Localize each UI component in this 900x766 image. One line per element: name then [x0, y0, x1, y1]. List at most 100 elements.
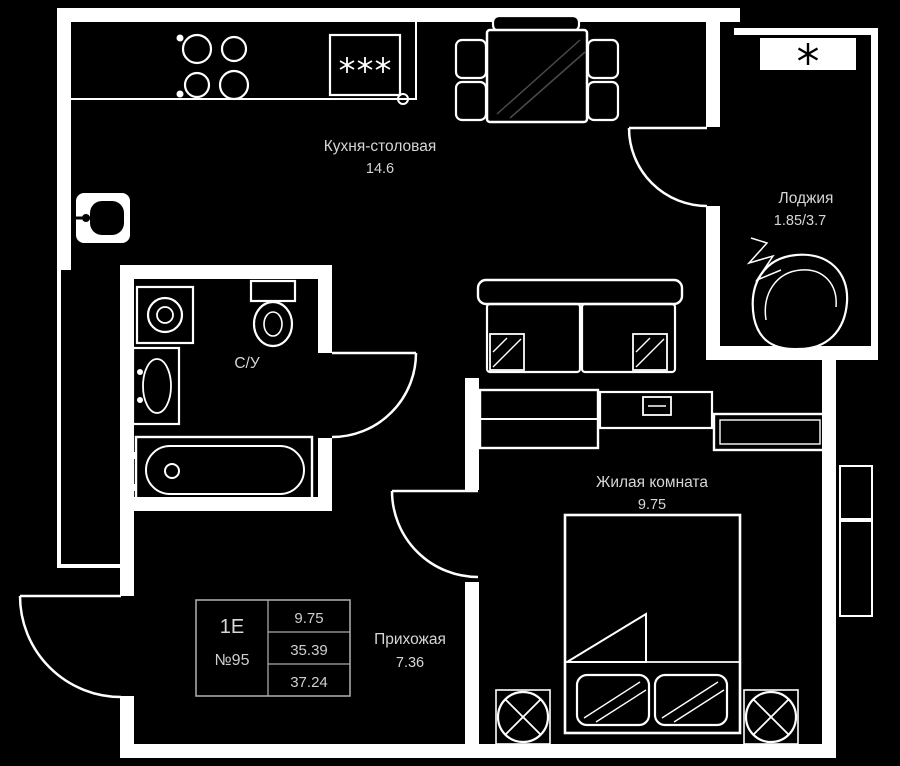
- bathroom-door-arc: [331, 351, 418, 439]
- loggia-label: Лоджия: [779, 190, 834, 207]
- wall-segment: [318, 265, 332, 353]
- counter-edge: [71, 22, 417, 100]
- apartment-type: 1E: [220, 616, 244, 638]
- armchair-cushion: [764, 269, 837, 321]
- nightstand-outline: [743, 689, 799, 745]
- sink-tap-dot: [137, 369, 143, 375]
- shelf-inner: [719, 419, 821, 445]
- wall-segment: [706, 8, 720, 127]
- wall-segment: [57, 8, 71, 270]
- chair: [586, 38, 620, 80]
- pillow-hatch: [661, 681, 725, 723]
- kitchen-area: 14.6: [366, 161, 394, 177]
- sofa-pillow: [632, 333, 668, 371]
- armchair-icon: [746, 237, 849, 351]
- wall-segment: [120, 265, 134, 596]
- chair: [586, 80, 620, 122]
- bed-icon: [563, 513, 742, 735]
- sofa-cushion: [485, 302, 582, 374]
- toilet-tank: [249, 279, 297, 303]
- area-value: 35.39: [290, 642, 328, 659]
- asterisk-icon: [339, 57, 391, 73]
- info-box-border: [195, 599, 351, 697]
- apartment-number: №95: [215, 652, 250, 669]
- wall-segment: [465, 582, 479, 758]
- living-room-door-arc: [390, 489, 479, 579]
- toilet-bowl: [252, 300, 294, 348]
- wall-segment: [57, 8, 740, 22]
- stove-knob: [176, 34, 184, 42]
- hallway-label: Прихожая: [374, 631, 446, 648]
- wall-segment: [120, 696, 134, 758]
- shelf-icon: [712, 412, 828, 452]
- wall-segment: [822, 360, 836, 758]
- burner: [218, 69, 250, 101]
- wall-segment: [57, 270, 61, 568]
- window-symbols: [839, 465, 873, 617]
- dining-table: [485, 28, 589, 124]
- apartment-info-box: 1E №95 9.75 35.39 37.24: [195, 599, 351, 697]
- toilet-bowl-inner: [263, 311, 283, 337]
- shelf-outer: [712, 412, 828, 452]
- hob-appliance-icon: [328, 33, 402, 97]
- area-value: 9.75: [294, 610, 323, 627]
- dining-set: [454, 14, 620, 124]
- blanket-fold: [563, 612, 647, 663]
- nightstand-outline: [495, 689, 551, 745]
- nightstand-cross: [504, 698, 542, 736]
- kitchen-sink-icon: [76, 193, 130, 243]
- loggia-area: 1.85/3.7: [774, 213, 826, 229]
- tub-drain: [164, 463, 180, 479]
- tub-outer: [134, 435, 314, 505]
- sink-basin: [90, 201, 124, 235]
- room-labels: Кухня-столовая 14.6 Лоджия 1.85/3.7 С/У …: [234, 138, 833, 671]
- entry-door-arc: [18, 594, 122, 699]
- sink-tap-dot: [137, 397, 143, 403]
- tub-inner: [145, 445, 305, 495]
- chair: [454, 38, 488, 80]
- kitchen-label: Кухня-столовая: [324, 138, 437, 155]
- doors: [18, 126, 708, 699]
- loggia-outer-wall: [871, 28, 878, 353]
- window: [839, 520, 873, 617]
- desk-icon: [598, 390, 714, 430]
- kitchen-counter: [71, 22, 417, 105]
- living-label: Жилая комната: [596, 474, 708, 491]
- sink-basin: [142, 358, 172, 414]
- table-hatch: [496, 39, 586, 119]
- wall-segment: [318, 438, 332, 511]
- sink-tap-dot: [82, 214, 90, 222]
- sofa-icon: [476, 278, 684, 374]
- nightstand-cross: [752, 698, 790, 736]
- loggia-outer-wall: [734, 28, 878, 35]
- snowflake-icon: [797, 43, 819, 65]
- wall-segment: [706, 346, 878, 360]
- pillow-hatch: [492, 337, 522, 368]
- walls: [57, 8, 878, 758]
- tub-tap: [128, 452, 136, 459]
- toilet-icon: [249, 279, 297, 348]
- sink-body: [131, 346, 181, 426]
- wall-segment: [706, 206, 720, 360]
- nightstand-icon: [495, 689, 551, 745]
- bathtub-icon: [128, 435, 314, 505]
- loggia-door-arc: [627, 126, 708, 208]
- armchair-throw: [746, 237, 782, 282]
- burner: [181, 33, 213, 65]
- pillow-hatch: [583, 681, 647, 723]
- burner: [220, 35, 248, 63]
- hallway-area: 7.36: [396, 655, 424, 671]
- pillow-hatch: [635, 337, 665, 368]
- area-value: 37.24: [290, 674, 328, 691]
- washer-drum-inner: [156, 306, 174, 324]
- desk-top: [598, 390, 714, 430]
- armchair-seat: [751, 253, 849, 351]
- counter-detail: [397, 93, 409, 105]
- sofa-pillow: [489, 333, 525, 371]
- sofa-back: [476, 278, 684, 306]
- nightstand-circle: [496, 690, 550, 744]
- stove-knob: [176, 90, 184, 98]
- bathroom-label: С/У: [234, 355, 260, 372]
- loggia-ac-unit: [760, 38, 856, 70]
